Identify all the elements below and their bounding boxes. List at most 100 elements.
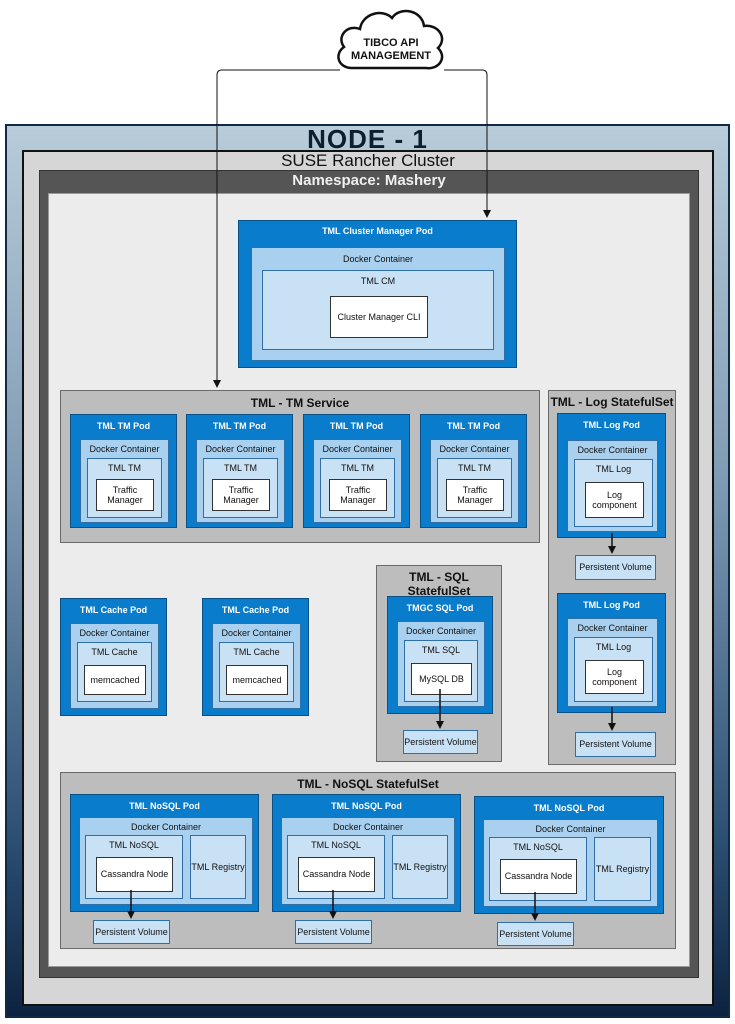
cassandra-node: Cassandra Node [96, 857, 173, 892]
tm-pod-3: TML TM Pod Docker Container TML TM Traff… [303, 414, 410, 528]
tml-registry: TML Registry [392, 835, 448, 899]
pod-title: TML Log Pod [583, 600, 640, 610]
tm-pod-1: TML TM Pod Docker Container TML TM Traff… [70, 414, 177, 528]
tml-tm-box: TML TM Traffic Manager [87, 458, 162, 518]
node-title: NODE - 1 [307, 124, 428, 154]
persistent-volume: Persistent Volume [295, 920, 372, 944]
tml-tm-box: TML TM Traffic Manager [320, 458, 395, 518]
connector-cloud-to-cluster-manager [444, 69, 491, 218]
nosql-statefulset-title: TML - NoSQL StatefulSet [297, 777, 439, 791]
tml-log-box: TML Log Log component [574, 459, 653, 527]
sql-pod: TMGC SQL Pod Docker Container TML SQL My… [387, 596, 493, 714]
persistent-volume: Persistent Volume [403, 730, 478, 754]
pod-title: TML TM Pod [446, 421, 501, 431]
cloud-label-line2: MANAGEMENT [350, 50, 432, 62]
tml-tm-box: TML TM Traffic Manager [437, 458, 512, 518]
docker-container-label: Docker Container [221, 628, 292, 638]
tml-log-label: TML Log [595, 642, 632, 652]
tm-service-title: TML - TM Service [250, 396, 350, 410]
docker-container: Docker Container TML NoSQL Cassandra Nod… [281, 817, 455, 905]
persistent-volume: Persistent Volume [93, 920, 170, 944]
docker-container: Docker Container TML NoSQL Cassandra Nod… [483, 819, 658, 907]
tm-pod-4: TML TM Pod Docker Container TML TM Traff… [420, 414, 527, 528]
pod-title: TML TM Pod [329, 421, 384, 431]
memcached: memcached [226, 665, 288, 695]
tml-tm-label: TML TM [224, 463, 257, 473]
docker-container-label: Docker Container [535, 824, 606, 834]
cluster-manager-cli: Cluster Manager CLI [330, 296, 428, 338]
docker-container: Docker Container TML TM Traffic Manager [80, 439, 169, 523]
persistent-volume: Persistent Volume [497, 922, 574, 946]
pod-title: TML NoSQL Pod [533, 803, 605, 813]
tml-nosql-box: TML NoSQL Cassandra Node [85, 835, 183, 899]
traffic-manager: Traffic Manager [329, 479, 387, 511]
tm-pod-2: TML TM Pod Docker Container TML TM Traff… [186, 414, 293, 528]
tml-log-label: TML Log [595, 464, 632, 474]
tml-cm-label: TML CM [360, 276, 396, 286]
tml-cm-box: TML CM Cluster Manager CLI [262, 270, 494, 350]
pod-title: TML Cluster Manager Pod [322, 226, 433, 236]
docker-container-label: Docker Container [322, 444, 393, 454]
docker-container-label: Docker Container [332, 822, 404, 832]
pod-title: TML Cache Pod [79, 605, 148, 615]
log-pod-1: TML Log Pod Docker Container TML Log Log… [557, 413, 666, 538]
cluster-title: SUSE Rancher Cluster [281, 151, 455, 170]
tml-nosql-box: TML NoSQL Cassandra Node [489, 837, 587, 901]
tml-registry: TML Registry [190, 835, 246, 899]
docker-container-label: Docker Container [79, 628, 150, 638]
cloud-icon [337, 9, 444, 70]
docker-container-label: Docker Container [577, 445, 648, 455]
cassandra-node: Cassandra Node [500, 859, 577, 894]
pod-title: TML NoSQL Pod [331, 801, 402, 811]
docker-container: Docker Container TML SQL MySQL DB [397, 621, 485, 707]
tml-tm-box: TML TM Traffic Manager [203, 458, 278, 518]
docker-container-label: Docker Container [89, 444, 160, 454]
cluster-manager-pod: TML Cluster Manager Pod Docker Container… [238, 220, 517, 368]
mysql-db: MySQL DB [411, 663, 472, 695]
docker-container-label: Docker Container [405, 626, 477, 636]
traffic-manager: Traffic Manager [446, 479, 504, 511]
pod-title: TML Log Pod [583, 420, 640, 430]
docker-container-label: Docker Container [205, 444, 276, 454]
docker-container: Docker Container TML CM Cluster Manager … [251, 247, 505, 361]
log-statefulset-title: TML - Log StatefulSet [550, 395, 674, 409]
tml-registry: TML Registry [594, 837, 651, 901]
docker-container: Docker Container TML TM Traffic Manager [313, 439, 402, 523]
traffic-manager: Traffic Manager [212, 479, 270, 511]
persistent-volume: Persistent Volume [575, 732, 656, 757]
docker-container: Docker Container TML TM Traffic Manager [430, 439, 519, 523]
docker-container: Docker Container TML Log Log component [567, 618, 658, 707]
cloud-label-line1: TIBCO API [363, 37, 419, 49]
namespace-title: Namespace: Mashery [292, 172, 446, 189]
tml-cache-box: TML Cache memcached [219, 642, 294, 702]
log-component: Log component [585, 660, 644, 694]
docker-container-label: Docker Container [130, 822, 202, 832]
pod-title: TML TM Pod [212, 421, 267, 431]
tml-tm-label: TML TM [108, 463, 141, 473]
tml-nosql-box: TML NoSQL Cassandra Node [287, 835, 385, 899]
tml-log-box: TML Log Log component [574, 637, 653, 702]
docker-container: Docker Container TML Cache memcached [212, 623, 301, 709]
pod-title: TML Cache Pod [221, 605, 290, 615]
tml-cache-label: TML Cache [91, 647, 138, 657]
docker-container-label: Docker Container [439, 444, 510, 454]
tml-nosql-label: TML NoSQL [513, 842, 563, 852]
persistent-volume: Persistent Volume [575, 555, 656, 580]
docker-container-label: Docker Container [342, 254, 414, 264]
pod-title: TML TM Pod [96, 421, 151, 431]
cache-pod-2: TML Cache Pod Docker Container TML Cache… [202, 598, 309, 716]
docker-container: Docker Container TML NoSQL Cassandra Nod… [79, 817, 253, 905]
tml-tm-label: TML TM [458, 463, 491, 473]
docker-container-label: Docker Container [577, 623, 648, 633]
tml-tm-label: TML TM [341, 463, 374, 473]
tml-cache-label: TML Cache [233, 647, 280, 657]
cassandra-node: Cassandra Node [298, 857, 375, 892]
cache-pod-1: TML Cache Pod Docker Container TML Cache… [60, 598, 167, 716]
tml-cache-box: TML Cache memcached [77, 642, 152, 702]
cloud-label: TIBCO API MANAGEMENT [330, 37, 452, 63]
tml-nosql-label: TML NoSQL [311, 840, 361, 850]
pod-title: TML NoSQL Pod [129, 801, 200, 811]
nosql-pod-1: TML NoSQL Pod Docker Container TML NoSQL… [70, 794, 259, 912]
tml-nosql-label: TML NoSQL [109, 840, 159, 850]
